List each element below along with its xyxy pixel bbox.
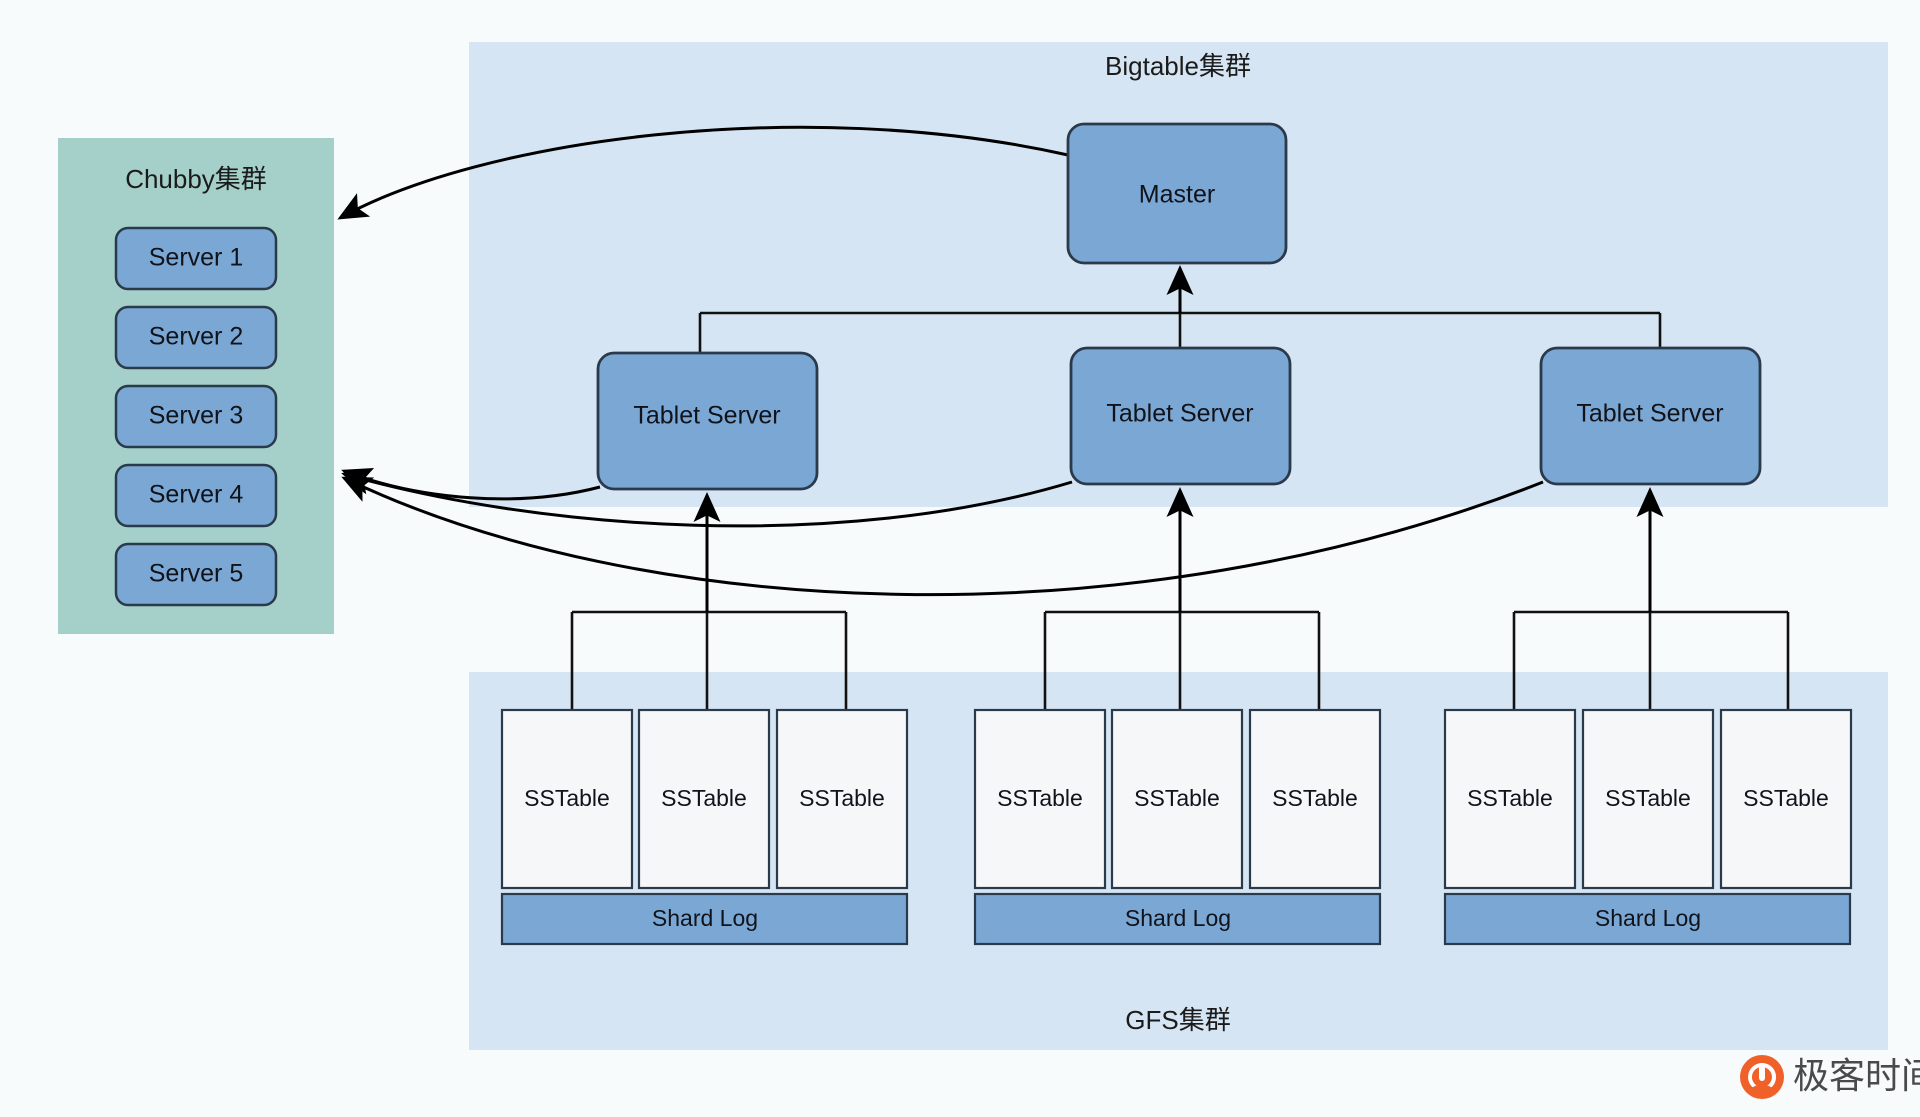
geektime-logo-icon xyxy=(1740,1055,1784,1099)
chubby-server-2-label: Server 2 xyxy=(149,323,243,351)
chubby-server-4-label: Server 4 xyxy=(149,481,244,509)
sstable-2-3[interactable]: SSTable xyxy=(1248,708,1382,890)
chubby-server-2[interactable]: Server 2 xyxy=(114,305,278,370)
sstable-2-2[interactable]: SSTable xyxy=(1110,708,1244,890)
edge-tablet3-to-chubby xyxy=(341,476,1544,597)
chubby-server-1-label: Server 1 xyxy=(149,244,243,272)
gfs-group-2: SSTable SSTable SSTable Shard Log xyxy=(973,708,1382,946)
chubby-server-1[interactable]: Server 1 xyxy=(114,226,278,291)
sstable-3-3-label: SSTable xyxy=(1743,785,1829,811)
shard-log-1-label: Shard Log xyxy=(652,905,758,931)
sstable-1-2-label: SSTable xyxy=(661,785,747,811)
gfs-panel-title: GFS集群 xyxy=(1125,1005,1230,1035)
shard-log-2[interactable]: Shard Log xyxy=(973,892,1382,946)
sstable-3-1[interactable]: SSTable xyxy=(1443,708,1577,890)
gfs-group-3: SSTable SSTable SSTable Shard Log xyxy=(1443,708,1853,946)
tablet-server-3[interactable]: Tablet Server xyxy=(1539,346,1762,486)
shard-log-3-label: Shard Log xyxy=(1595,905,1701,931)
shard-log-2-label: Shard Log xyxy=(1125,905,1231,931)
shard-log-3[interactable]: Shard Log xyxy=(1443,892,1852,946)
chubby-server-3-label: Server 3 xyxy=(149,402,243,430)
sstable-2-1[interactable]: SSTable xyxy=(973,708,1107,890)
sstable-2-2-label: SSTable xyxy=(1134,785,1220,811)
sstable-2-3-label: SSTable xyxy=(1272,785,1358,811)
edge-master-to-chubby xyxy=(337,125,1069,220)
tablet-server-2[interactable]: Tablet Server xyxy=(1069,346,1292,486)
watermark-label: 极客时间 xyxy=(1793,1056,1920,1097)
chubby-server-3[interactable]: Server 3 xyxy=(114,384,278,449)
sstable-3-1-label: SSTable xyxy=(1467,785,1553,811)
tablet-server-1-label: Tablet Server xyxy=(633,402,780,430)
edge-tablet2-to-chubby xyxy=(341,468,1073,528)
tablet-server-3-label: Tablet Server xyxy=(1576,400,1723,428)
sstable-3-2-label: SSTable xyxy=(1605,785,1691,811)
sstable-1-1-label: SSTable xyxy=(524,785,610,811)
chubby-server-5-label: Server 5 xyxy=(149,560,243,588)
sstable-2-1-label: SSTable xyxy=(997,785,1083,811)
shard-log-1[interactable]: Shard Log xyxy=(500,892,909,946)
watermark: 极客时间 xyxy=(1740,1055,1920,1099)
sstable-1-1[interactable]: SSTable xyxy=(500,708,634,890)
tablet-server-2-label: Tablet Server xyxy=(1106,400,1253,428)
sstable-3-3[interactable]: SSTable xyxy=(1719,708,1853,890)
bigtable-panel-title: Bigtable集群 xyxy=(1105,51,1251,81)
master-node[interactable]: Master xyxy=(1066,122,1288,265)
sstable-1-3[interactable]: SSTable xyxy=(775,708,909,890)
sstable-3-2[interactable]: SSTable xyxy=(1581,708,1715,890)
gfs-group-1: SSTable SSTable SSTable Shard Log xyxy=(500,708,909,946)
tablet-server-1[interactable]: Tablet Server xyxy=(596,351,819,491)
master-node-label: Master xyxy=(1139,181,1215,209)
chubby-server-5[interactable]: Server 5 xyxy=(114,542,278,607)
chubby-server-4[interactable]: Server 4 xyxy=(114,463,278,528)
sstable-1-2[interactable]: SSTable xyxy=(637,708,771,890)
chubby-panel-title: Chubby集群 xyxy=(125,164,267,194)
sstable-1-3-label: SSTable xyxy=(799,785,885,811)
